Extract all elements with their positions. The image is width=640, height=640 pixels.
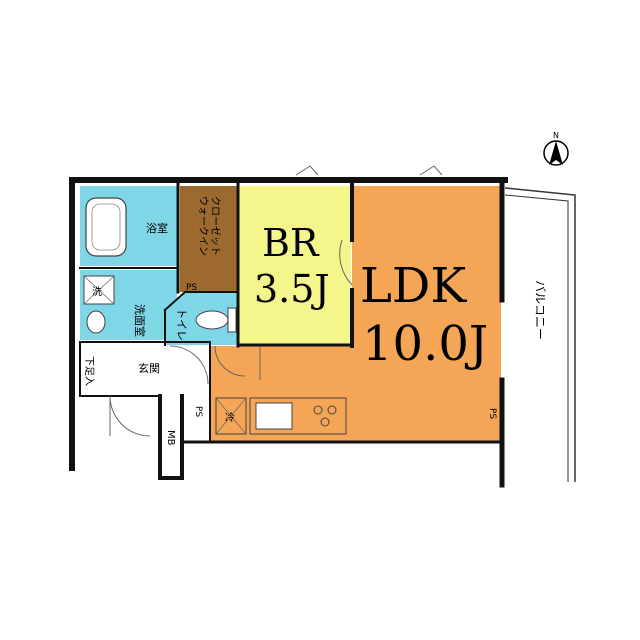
bathtub	[85, 197, 127, 257]
bedroom-name: BR	[262, 221, 320, 265]
entrance-label: 玄関	[138, 361, 160, 375]
balcony-railing	[504, 187, 576, 482]
toilet-tank-icon	[227, 307, 237, 333]
fridge-marker: 冷	[225, 411, 235, 424]
toilet-bowl-icon	[195, 310, 229, 330]
sink-icon	[86, 310, 106, 334]
balcony-label: バルコニー	[533, 280, 547, 340]
bedroom-size: 3.5J	[254, 267, 330, 311]
kitchen-counter	[249, 397, 347, 435]
ldk-size: 10.0J	[362, 316, 488, 372]
wic-label-line2: クローゼット	[209, 196, 221, 256]
washer-marker: 洗	[92, 286, 102, 298]
ps-marker-ldk: PS	[487, 408, 497, 419]
stove-burner-icon	[327, 405, 337, 415]
compass: N	[543, 131, 569, 166]
shoe-box-label: 下足入	[83, 356, 95, 386]
ldk-room	[352, 186, 501, 442]
fridge-space	[215, 397, 247, 435]
ps-marker-hall: PS	[193, 406, 203, 417]
bedroom	[239, 186, 351, 344]
compass-label: N	[553, 131, 559, 140]
toilet-label: トイレ	[175, 308, 188, 341]
stove-burner-icon	[320, 417, 330, 427]
north-arrow-icon	[549, 141, 563, 165]
mb-marker: MB	[165, 430, 176, 446]
ps-marker-toilet: PS	[186, 283, 197, 293]
ldk-name: LDK	[360, 258, 467, 314]
washroom-label: 洗面室	[133, 304, 147, 337]
balcony: バルコニー	[504, 187, 576, 482]
bath-label: 浴室	[146, 221, 168, 235]
kitchen-sink-icon	[255, 402, 293, 430]
walk-in-closet	[180, 186, 237, 292]
doors	[109, 165, 443, 437]
balcony-railing-inner	[504, 194, 569, 482]
walls	[69, 177, 508, 488]
wic-label-line1: ウォークイン	[197, 196, 209, 256]
stove-burner-icon	[313, 405, 323, 415]
